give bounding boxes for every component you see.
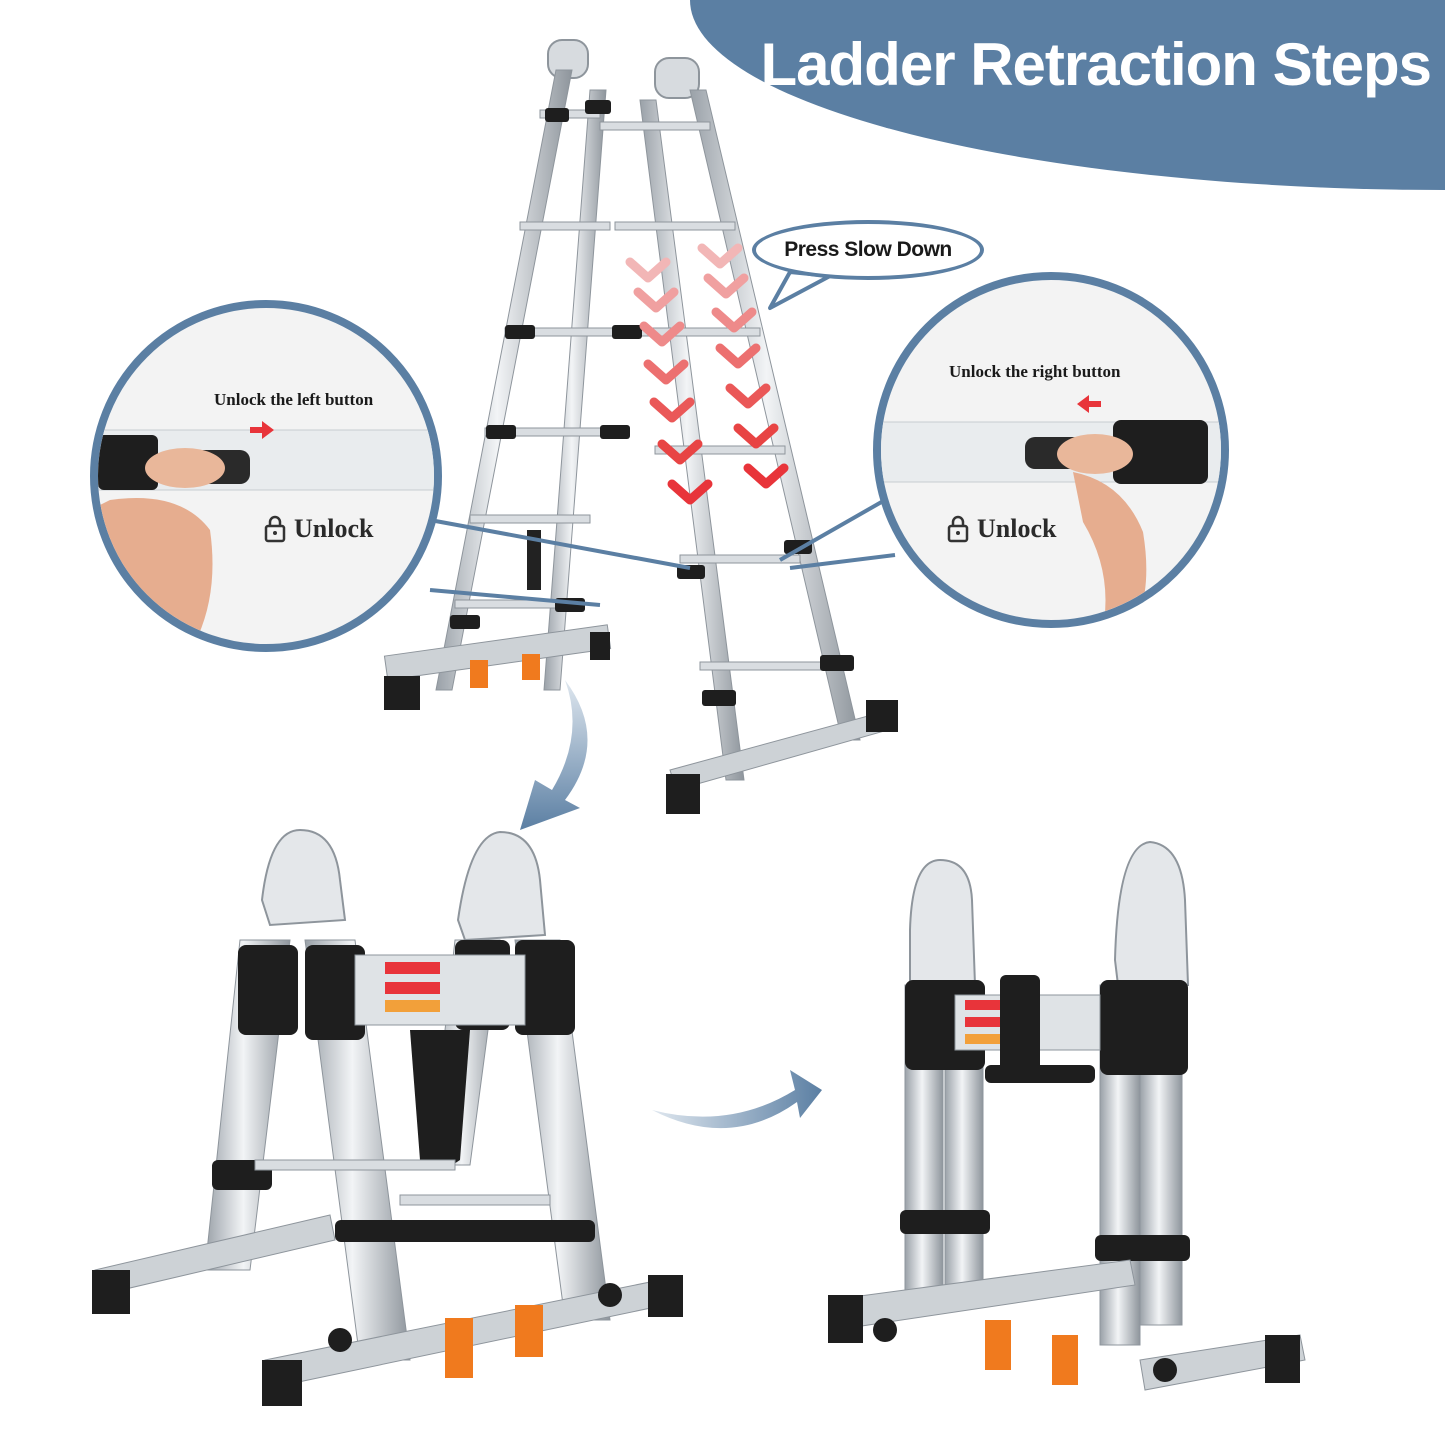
- right-button-detail: Unlock the right button Unlock: [873, 272, 1229, 628]
- page-title: Ladder Retraction Steps: [760, 31, 1432, 98]
- red-arrow-icon: [250, 421, 274, 439]
- lock-icon: [264, 515, 286, 543]
- right-instruction: Unlock the right button: [949, 362, 1121, 381]
- left-button-detail: Unlock the left button Unlock: [90, 300, 442, 652]
- right-unlock-row: Unlock: [947, 514, 1056, 544]
- left-unlock-label: Unlock: [294, 514, 374, 543]
- left-rail-illustration: [98, 429, 434, 644]
- press-slow-down-callout: Press Slow Down: [752, 220, 984, 280]
- lock-icon: [947, 515, 969, 543]
- left-instruction: Unlock the left button: [214, 390, 374, 409]
- red-arrow-icon: [1077, 395, 1101, 413]
- right-rail-illustration: [881, 420, 1221, 620]
- left-unlock-row: Unlock: [264, 514, 373, 544]
- right-unlock-label: Unlock: [977, 514, 1057, 543]
- callout-label: Press Slow Down: [784, 238, 952, 261]
